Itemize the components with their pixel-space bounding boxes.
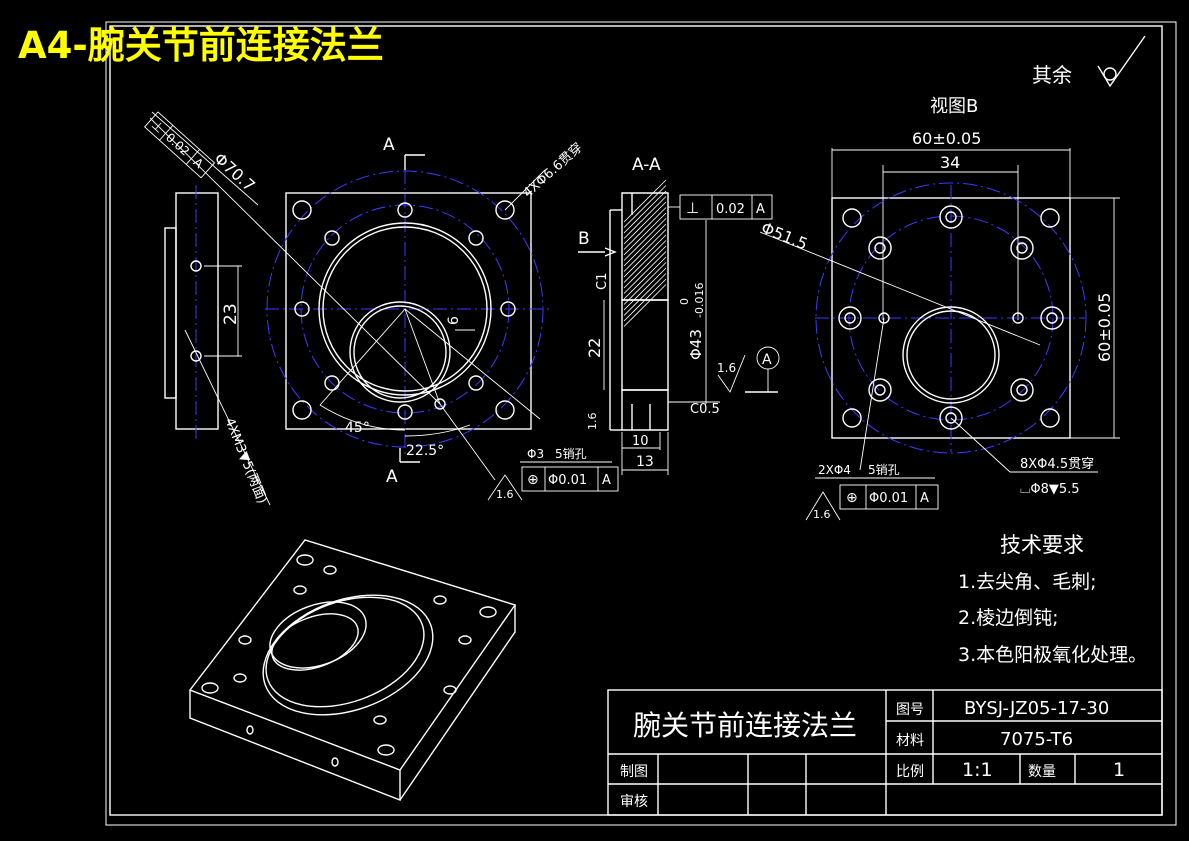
- sheet-title: A4-腕关节前连接法兰: [18, 24, 384, 67]
- view-b-pin-depth: 5销孔: [868, 463, 900, 477]
- dim-10: 10: [632, 434, 649, 449]
- dim-13: 13: [636, 454, 654, 470]
- hatch-line: [623, 218, 667, 261]
- hatch-line: [623, 207, 667, 250]
- scale-label: 比例: [896, 764, 924, 780]
- hatch-line: [623, 278, 667, 322]
- roughness-symbol-icon: [1097, 35, 1146, 88]
- requirement-item: 1.去尖角、毛刺;: [958, 571, 1097, 593]
- section-roughness-low: 1.6: [586, 413, 599, 431]
- chamfer-top: C1: [595, 273, 610, 290]
- angle-22: 22.5°: [406, 443, 444, 459]
- title-block: 腕关节前连接法兰 图号 BYSJ-JZ05-17-30 材料 7075-T6 比…: [607, 689, 1163, 816]
- hatch-line: [623, 273, 667, 316]
- part-name: 腕关节前连接法兰: [633, 709, 857, 742]
- hatch-line: [623, 267, 667, 311]
- front-roughness: 1.6: [496, 488, 514, 501]
- front-perp-tol: 0.02: [163, 130, 192, 158]
- view-b-pos-tol: Φ0.01: [869, 491, 908, 506]
- drawing-no: BYSJ-JZ05-17-30: [964, 698, 1109, 719]
- section-perp-datum: A: [756, 202, 765, 217]
- requirements-heading: 技术要求: [1000, 533, 1084, 557]
- roughness-note: 其余: [1032, 63, 1072, 87]
- chamfer-bottom: C0.5: [690, 402, 720, 417]
- position-icon: ⊕: [527, 472, 539, 488]
- hatch-line: [623, 190, 667, 234]
- hatch-line: [623, 256, 667, 300]
- view-b-cbore-note: ⌴Φ8▼5.5: [1020, 482, 1080, 497]
- dim-6: 6: [446, 316, 462, 325]
- view-b-roughness: 1.6: [813, 508, 831, 521]
- hatch-line: [623, 262, 667, 305]
- thread-note: 4XM3▼5(两面): [221, 416, 269, 506]
- pin-depth: 5销孔: [555, 447, 587, 461]
- dim-23: 23: [221, 303, 241, 325]
- view-b-dia: Φ51.5: [759, 218, 811, 254]
- view-b-pin-note: 2XΦ4: [818, 463, 851, 477]
- front-pin-callout: Φ3 5销孔 ⊕ Φ0.01 A 1.6: [439, 403, 619, 501]
- view-b-holes: [838, 205, 1064, 430]
- hatch-line: [623, 179, 667, 223]
- front-view: A A 4XΦ6.6贯穿 Φ70.7 ⊥ 0.02 A 6 45° 22.5°: [143, 111, 586, 487]
- tech-requirements: 技术要求 1.去尖角、毛刺; 2.棱边倒钝; 3.本色阳极氧化处理。: [958, 533, 1147, 666]
- hatch-line: [623, 223, 667, 267]
- hole-callout: 4XΦ6.6贯穿: [520, 140, 586, 201]
- datum-a: A: [762, 352, 772, 368]
- section-view: A-A B ⊥ 0.02 A C1 22 Φ43 0 -0.016 1: [578, 155, 780, 475]
- section-mark-top: A: [383, 135, 395, 155]
- section-mark-bottom: A: [386, 467, 398, 487]
- bore-tol-upper: 0: [678, 298, 691, 305]
- dim-22: 22: [585, 338, 604, 358]
- material: 7075-T6: [1000, 729, 1073, 750]
- hatch-line: [623, 240, 667, 283]
- hatch-line: [623, 251, 667, 294]
- svg-text:⊥: ⊥: [686, 199, 699, 217]
- view-b-holes-note: 8XΦ4.5贯穿: [1020, 456, 1094, 472]
- hatch-line: [623, 196, 667, 239]
- bore-tol-lower: -0.016: [693, 283, 706, 318]
- hatch-line: [623, 185, 667, 228]
- angle-45: 45°: [345, 420, 370, 436]
- drawn-label: 制图: [620, 764, 648, 780]
- view-arrow-b: B: [578, 229, 590, 249]
- view-b-position-icon: ⊕: [846, 490, 858, 506]
- hatch-line: [623, 245, 667, 289]
- dim-bore: Φ43: [687, 329, 705, 360]
- hatch-line: [623, 284, 667, 327]
- inner-frame: [109, 25, 1163, 816]
- view-b: 视图B 60±0.05 34 60±0.05: [759, 96, 1120, 521]
- hatch-line: [623, 212, 667, 256]
- view-b-width: 60±0.05: [912, 129, 981, 148]
- requirement-item: 3.本色阳极氧化处理。: [958, 644, 1147, 666]
- requirement-item: 2.棱边倒钝;: [958, 607, 1059, 629]
- qty: 1: [1113, 759, 1125, 781]
- view-b-pos-datum: A: [920, 491, 929, 506]
- hatch-line: [623, 229, 667, 272]
- side-view: 23 4XM3▼5(两面): [164, 185, 271, 506]
- section-label: A-A: [632, 155, 661, 175]
- view-b-label: 视图B: [930, 96, 978, 117]
- hatch-line: [623, 201, 667, 245]
- section-perp-tol: 0.02: [716, 202, 745, 217]
- outer-frame: [105, 21, 1177, 826]
- checked-label: 审核: [620, 794, 648, 810]
- drawing-no-label: 图号: [896, 702, 924, 718]
- isometric-view: [188, 539, 517, 802]
- section-roughness: 1.6: [717, 361, 736, 375]
- hatch-line: [623, 234, 667, 278]
- svg-text:⊥: ⊥: [148, 118, 166, 137]
- front-pos-tol: Φ0.01: [548, 473, 587, 488]
- view-b-34: 34: [940, 153, 960, 172]
- bolt-circle-dim: Φ70.7: [210, 149, 259, 195]
- front-pos-datum: A: [602, 473, 611, 488]
- pin-hole: Φ3: [527, 447, 544, 461]
- scale: 1:1: [962, 759, 993, 781]
- view-b-height: 60±0.05: [1095, 293, 1114, 362]
- qty-label: 数量: [1028, 764, 1056, 780]
- material-label: 材料: [896, 733, 924, 749]
